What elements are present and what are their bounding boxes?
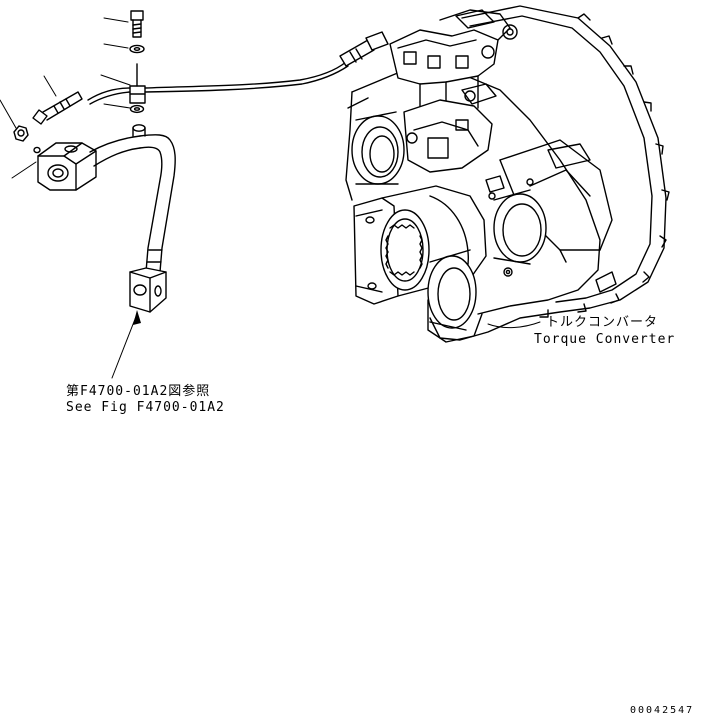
lower-flange [129,267,167,313]
upper-port [351,111,405,185]
see-figure-arrow [111,310,141,379]
torque-converter-leader [487,321,541,329]
nut-icon [13,125,29,142]
torque-converter-housing [345,5,670,343]
o-ring-icon [33,146,41,154]
torque-converter-label-en: Torque Converter [534,332,676,347]
see-figure-label-jp: 第F4700-01A2図参照 [66,384,211,399]
bolt-icon [130,10,144,38]
tube-line [87,31,389,105]
output-flange [353,185,487,305]
see-figure-label-en: See Fig F4700-01A2 [66,400,225,415]
flange-block [37,142,97,191]
oil-pipe [89,124,176,273]
washer-icon [129,44,145,54]
long-bolt-icon [32,91,83,125]
right-port [493,189,547,265]
sheet-number: 00042547 [630,705,695,716]
joint-block-icon [129,63,146,104]
torque-converter-label-jp: トルクコンバータ [546,315,659,330]
lower-port [427,249,483,343]
part-leader-lines [0,17,131,179]
lower-washer-icon [129,104,145,114]
